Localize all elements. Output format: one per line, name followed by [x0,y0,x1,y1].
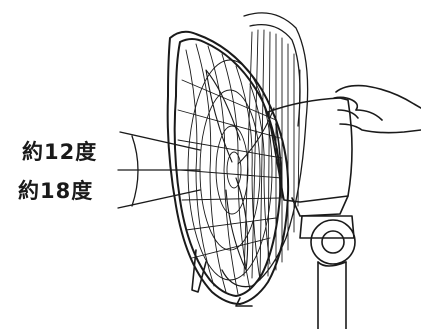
angle-arc [131,135,139,207]
tilt-down-angle-label: 約18度 [18,179,94,203]
angle-line-lower [117,189,201,209]
angle-line-upper [119,131,201,151]
tilt-joint [299,215,356,267]
tilt-up-angle-label: 約12度 [22,140,98,164]
hand-illustration [333,84,421,134]
angle-lines [117,131,201,209]
fan-blades [205,69,275,271]
front-guard-wires [177,43,283,295]
stand-pole [317,261,347,329]
stand-leg [191,249,253,307]
